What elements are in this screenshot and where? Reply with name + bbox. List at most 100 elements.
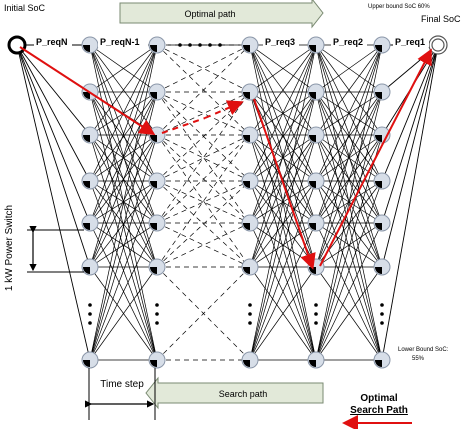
transition-edge (249, 44, 317, 224)
dashed-transition-edge (156, 134, 251, 182)
soc-node-shade (83, 267, 90, 274)
transition-edge (249, 180, 317, 361)
transition-edge (89, 44, 158, 136)
transition-edge (89, 91, 158, 361)
search-path-label: Search path (219, 389, 268, 399)
soc-node-shade (375, 181, 382, 188)
search-path-arrow: Search path (145, 376, 324, 410)
transition-edge (315, 91, 383, 224)
soc-node-shade (243, 92, 250, 99)
transition-edge (249, 180, 317, 268)
soc-node-shade (150, 181, 157, 188)
soc-node-shade (243, 223, 250, 230)
upper-bound-label: Upper bound SoC 60% (368, 4, 430, 10)
soc-node-shade (150, 223, 157, 230)
transition-edge (315, 44, 383, 136)
transition-edge (249, 91, 317, 182)
soc-node-shade (243, 360, 250, 367)
transition-edge (249, 222, 317, 268)
soc-node-shade (150, 267, 157, 274)
transition-edge (249, 44, 317, 268)
optimal-path-arrow: Optimal path (119, 0, 324, 29)
col-label-p-req3: P_req3 (265, 37, 295, 47)
transition-edge (315, 44, 383, 93)
vertical-ellipsis-dot (380, 303, 384, 307)
time-step-label: Time step (100, 379, 144, 390)
vertical-ellipsis-dot (314, 321, 318, 325)
legend-label-line1: Optimal (360, 393, 397, 404)
vertical-ellipsis-dot (88, 321, 92, 325)
transition-edge (89, 180, 158, 361)
transition-edge (315, 44, 383, 268)
dashed-transition-edge (156, 180, 251, 224)
transition-edge (315, 44, 383, 224)
initial-transition-edge (16, 44, 91, 268)
optimal-search-path-arrows (19, 46, 432, 270)
ellipsis-dots (88, 43, 384, 325)
dashed-transition-edge (156, 91, 251, 136)
power-switch-label: 1 kW Power Switch (4, 205, 15, 291)
transition-edge (249, 91, 317, 361)
transition-edge (249, 44, 317, 93)
dashed-transition-edge (156, 134, 251, 224)
soc-node-shade (375, 223, 382, 230)
col-label-p-reqN: P_reqN (36, 37, 68, 47)
soc-node-shade (309, 360, 316, 367)
transition-edge (315, 91, 383, 182)
transition-edge (315, 91, 383, 361)
transition-edge (89, 180, 158, 268)
soc-node-shade (375, 45, 382, 52)
lower-bound-label-line1: Lower Bound SoC: (398, 347, 449, 353)
intermediate-dashed-transitions (156, 44, 251, 361)
vertical-ellipsis-dot (380, 321, 384, 325)
dashed-transition-edge (156, 180, 251, 268)
soc-node-shade (309, 181, 316, 188)
legend: Optimal Search Path (342, 393, 412, 429)
final-transition-edge (381, 44, 439, 224)
soc-node-shade (243, 135, 250, 142)
transition-edge (315, 222, 383, 361)
transition-edge (315, 44, 383, 182)
soc-node-shade (375, 267, 382, 274)
optimal-path-label: Optimal path (184, 9, 235, 19)
soc-node-shade (309, 45, 316, 52)
initial-transition-edge (16, 44, 91, 361)
soc-node-shade (83, 135, 90, 142)
transition-edge (249, 44, 317, 182)
dashed-transition-edge (156, 222, 251, 268)
soc-node-shade (83, 45, 90, 52)
final-transition-edge (381, 44, 439, 182)
dashed-transition-edge (156, 266, 251, 361)
transition-edge (315, 44, 383, 361)
transition-edge (89, 44, 158, 182)
initial-transition-edge (16, 44, 91, 182)
vertical-ellipsis-dot (155, 303, 159, 307)
transition-edge (89, 91, 158, 182)
soc-node-shade (83, 181, 90, 188)
final-transition-edge (381, 44, 439, 361)
soc-node-shade (375, 135, 382, 142)
transition-edge (89, 91, 158, 224)
time-step-bracket (85, 368, 156, 420)
vertical-ellipsis-dot (248, 303, 252, 307)
transition-edge (89, 44, 158, 93)
transition-edge (315, 134, 383, 361)
transition-edge (249, 134, 317, 361)
dashed-transition-edge (156, 180, 251, 224)
soc-node-shade (375, 92, 382, 99)
vertical-ellipsis-dot (314, 312, 318, 316)
transition-edge (315, 222, 383, 268)
soc-node-shade (150, 45, 157, 52)
transition-edge (249, 91, 317, 224)
soc-node-shade (375, 360, 382, 367)
transition-edge (89, 222, 158, 268)
transition-edge (315, 266, 383, 361)
initial-soc-node (7, 35, 27, 55)
initial-soc-label: Initial SoC (4, 3, 46, 13)
soc-node-shade (83, 360, 90, 367)
transition-edge (89, 44, 158, 268)
soc-node-shade (150, 360, 157, 367)
vertical-ellipsis-dot (248, 321, 252, 325)
soc-node-shade (243, 267, 250, 274)
